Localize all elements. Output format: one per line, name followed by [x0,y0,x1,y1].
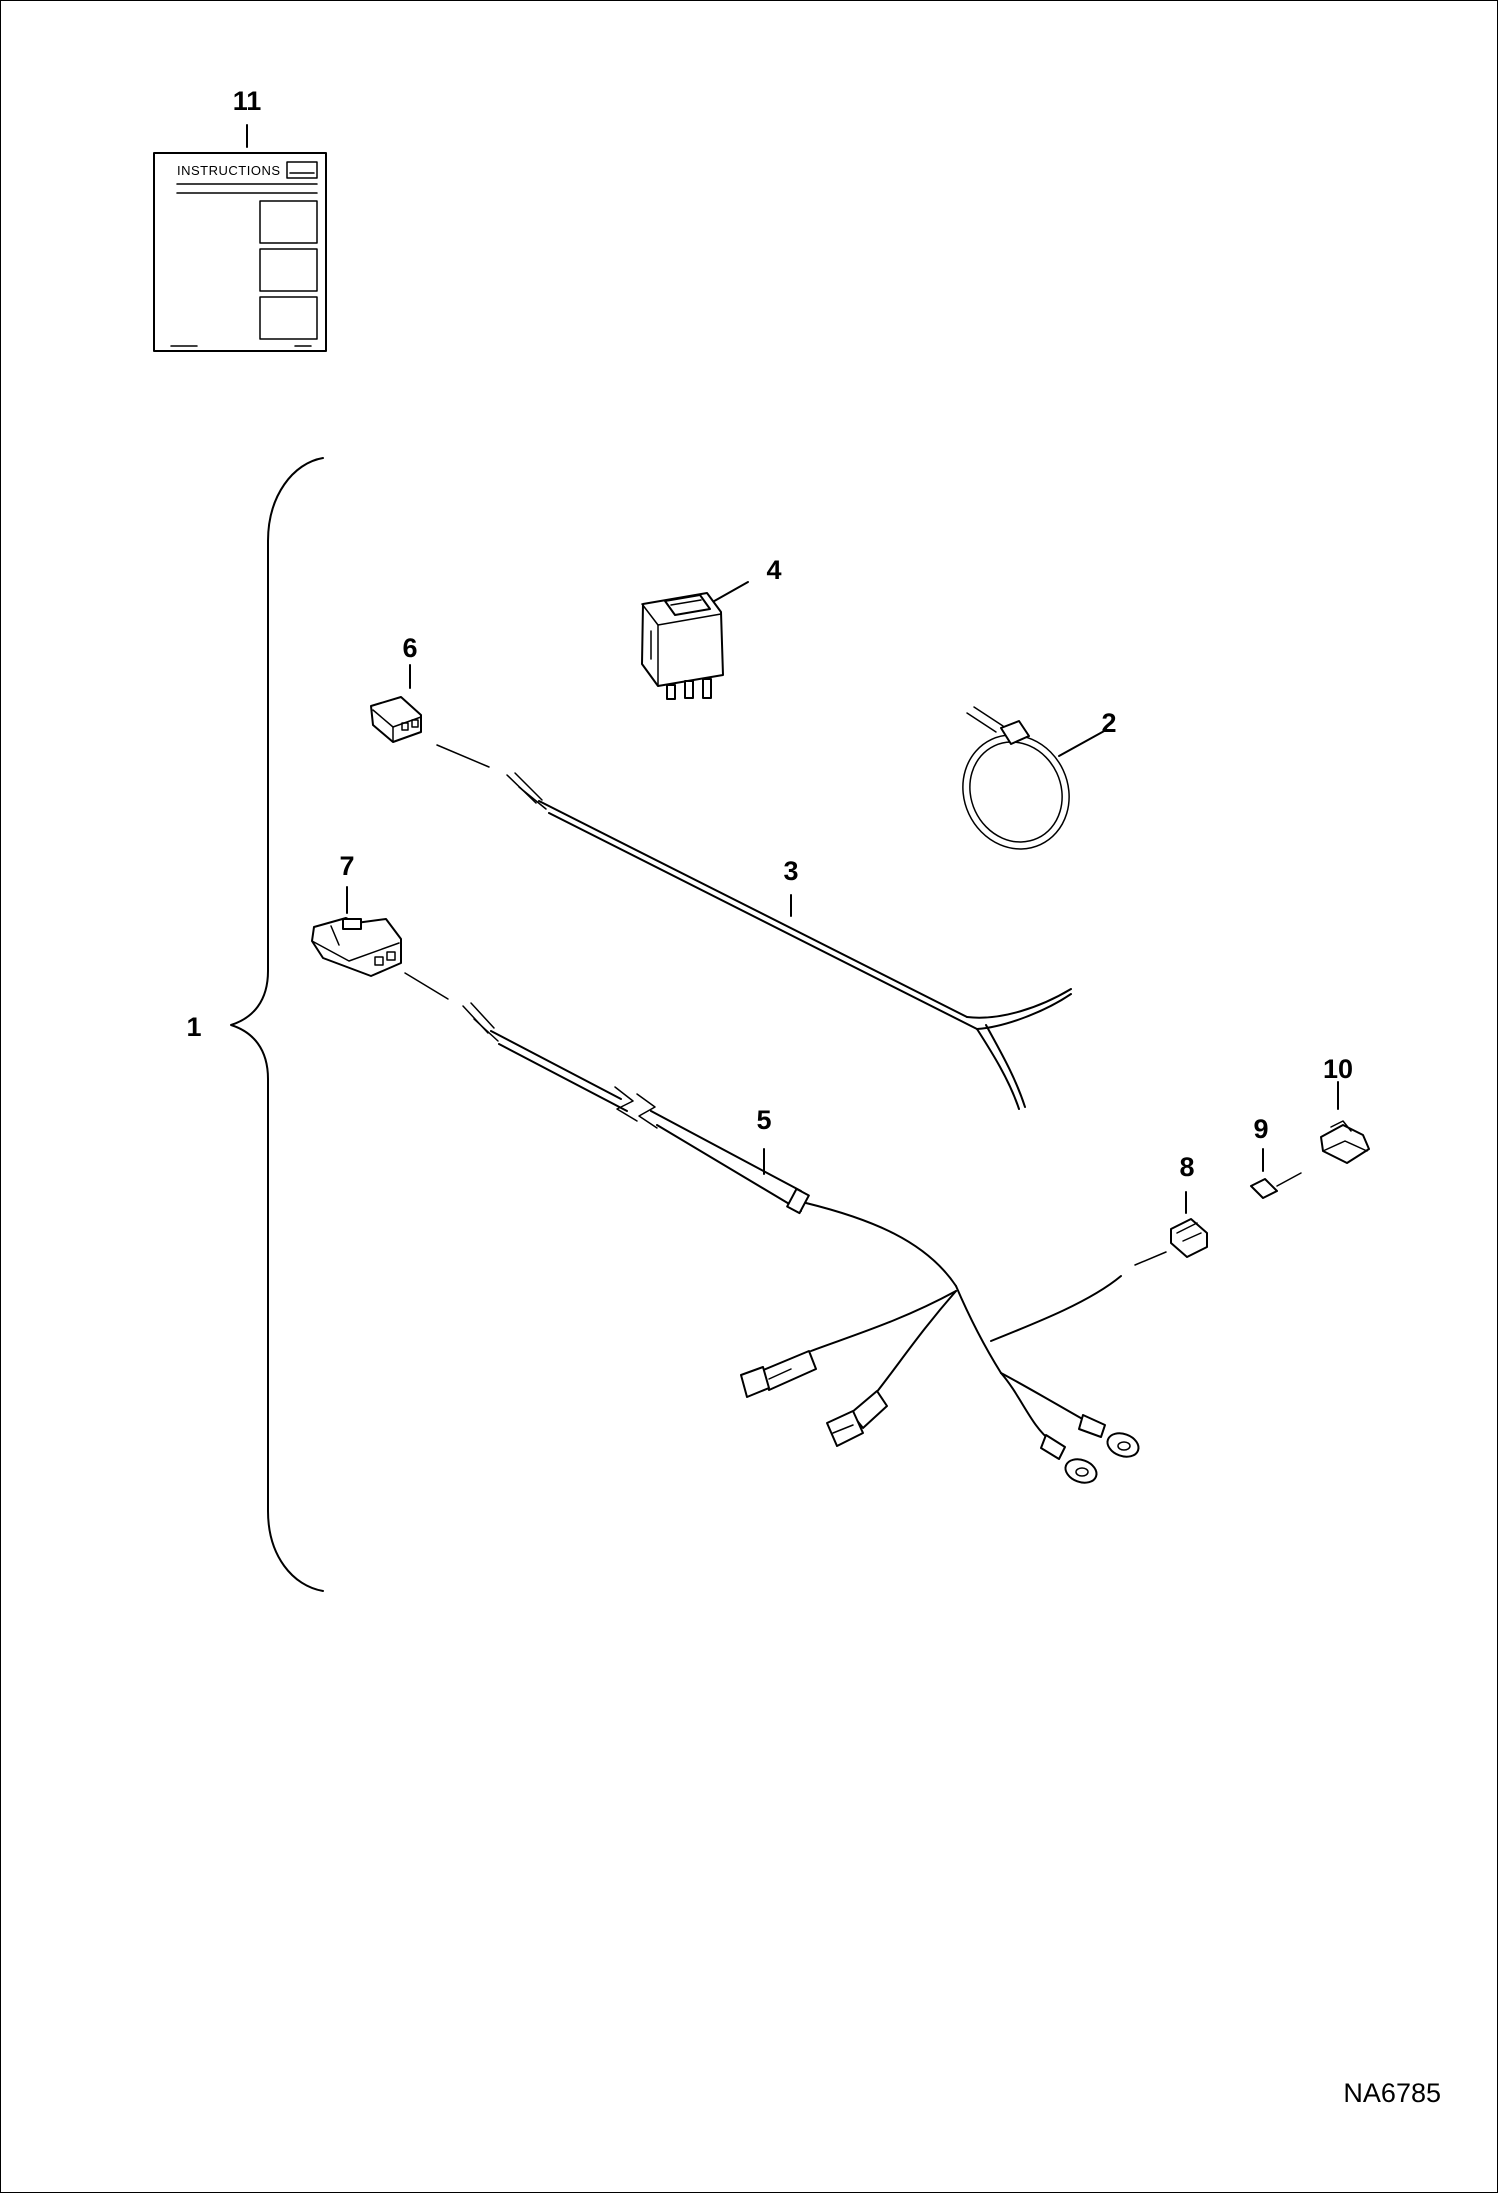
instructions-booklet: INSTRUCTIONS [153,124,327,352]
fuse-holder-8 [1170,1191,1208,1258]
callout-11: 11 [233,86,262,116]
callout-9: 9 [1253,1114,1268,1144]
wire-harness-3 [436,744,1072,1110]
drawing-code: NA6785 [1343,2078,1441,2108]
fuse-holder-cap-10 [1320,1081,1370,1164]
instructions-label: INSTRUCTIONS [177,163,281,178]
blade-fuse-9 [1250,1148,1302,1199]
wire-harness-5 [404,972,1167,1442]
kit-brace [230,457,324,1592]
connector-6 [370,664,422,743]
cable-tie [962,706,1107,850]
callout-10: 10 [1323,1054,1353,1084]
callout-6: 6 [402,633,417,663]
connector-7 [311,886,402,977]
callout-2: 2 [1101,708,1116,738]
rocker-switch [641,581,749,700]
callout-1: 1 [186,1012,201,1042]
ring-terminal-b [1040,1434,1098,1484]
spade-terminal-b [826,1390,888,1447]
callout-4: 4 [766,555,781,585]
callout-8: 8 [1179,1152,1194,1182]
callout-5: 5 [756,1105,771,1135]
ring-terminal-a [1078,1414,1140,1458]
spade-terminal-a [740,1350,817,1398]
callout-7: 7 [339,851,354,881]
callout-3: 3 [783,856,798,886]
